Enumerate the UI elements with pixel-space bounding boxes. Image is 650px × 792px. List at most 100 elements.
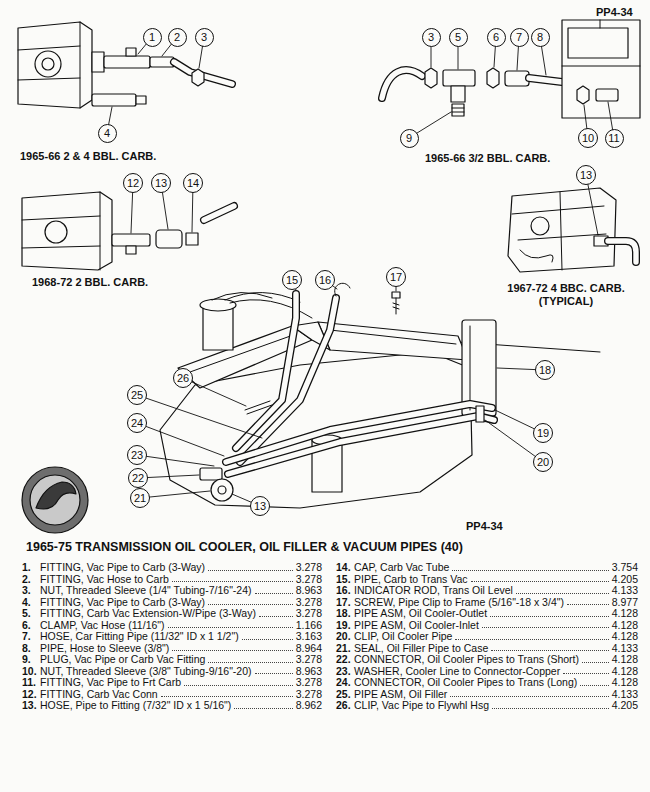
callout-number: 1 bbox=[149, 32, 155, 43]
carburetor bbox=[520, 250, 553, 262]
dot-leader bbox=[168, 627, 293, 628]
callout-circle: 17 bbox=[386, 267, 406, 287]
parts-row: 18.PIPE ASM, Oil Cooler-Outlet4.128 bbox=[336, 608, 638, 620]
dot-leader bbox=[161, 696, 293, 697]
callout-circle: 9 bbox=[400, 129, 419, 148]
part-description: FITTING, Carb Vac Extension-W/Pipe (3-Wa… bbox=[40, 608, 256, 620]
pipes bbox=[218, 486, 226, 494]
part-number: 3.163 bbox=[296, 631, 322, 643]
callout-circle: 8 bbox=[531, 28, 550, 47]
part-description: CLIP, Vac Pipe to Flywhl Hsg bbox=[354, 700, 489, 712]
part-number: 8.963 bbox=[296, 666, 322, 678]
callout-circle: 18 bbox=[535, 360, 555, 380]
callout-number: 15 bbox=[286, 275, 298, 286]
callout-circle: 22 bbox=[128, 468, 148, 488]
pipes bbox=[200, 283, 494, 501]
dot-leader bbox=[208, 604, 293, 605]
vacuum-hose bbox=[443, 70, 475, 86]
carburetor bbox=[45, 221, 67, 243]
part-number: 4.128 bbox=[612, 677, 638, 689]
callout-circle: 21 bbox=[130, 488, 150, 508]
callout-circle: 23 bbox=[127, 445, 147, 465]
dot-leader bbox=[455, 639, 608, 640]
part-number: 3.754 bbox=[612, 562, 638, 574]
parts-row: 14.CAP, Carb Vac Tube3.754 bbox=[336, 562, 638, 574]
callout-circle: 4 bbox=[98, 124, 117, 143]
item-number: 24. bbox=[336, 677, 354, 689]
carburetor bbox=[508, 188, 636, 272]
item-number: 4. bbox=[22, 597, 40, 609]
part-description: FITTING, Vac Pipe to Frt Carb bbox=[40, 677, 181, 689]
vacuum-fitting bbox=[136, 96, 146, 104]
part-number: 4.128 bbox=[612, 631, 638, 643]
callout-number: 23 bbox=[131, 450, 143, 461]
callout-number: 3 bbox=[201, 32, 207, 43]
dot-leader bbox=[255, 593, 293, 594]
item-number: 3. bbox=[22, 585, 40, 597]
item-number: 19. bbox=[336, 620, 354, 632]
item-number: 2. bbox=[22, 574, 40, 586]
carburetor bbox=[35, 51, 61, 77]
part-description: SEAL, Oil Filler Pipe to Case bbox=[354, 643, 488, 655]
part-number: 4.128 bbox=[612, 654, 638, 666]
item-number: 25. bbox=[336, 689, 354, 701]
parts-row: 24.CONNECTOR, Oil Cooler Pipes to Trans … bbox=[336, 677, 638, 689]
vacuum-fitting bbox=[92, 48, 232, 106]
carburetor bbox=[18, 22, 80, 108]
pipes bbox=[228, 416, 494, 474]
carburetor bbox=[92, 52, 104, 72]
part-description: NUT, Threaded Sleeve (1/4" Tubing-7/16"-… bbox=[40, 585, 252, 597]
item-number: 8. bbox=[22, 643, 40, 655]
callout-number: 17 bbox=[390, 272, 402, 283]
callout-number: 16 bbox=[319, 275, 331, 286]
vacuum-hose bbox=[452, 104, 464, 116]
dot-leader bbox=[259, 616, 293, 617]
vacuum-hose bbox=[452, 108, 464, 112]
part-description: HOSE, Pipe to Fitting (7/32" ID x 1 5/16… bbox=[40, 700, 231, 712]
callout-number: 18 bbox=[539, 365, 551, 376]
leader-line bbox=[137, 455, 214, 466]
parts-row: 22.CONNECTOR, Oil Cooler Pipes to Trans … bbox=[336, 654, 638, 666]
vacuum-hose bbox=[382, 70, 422, 98]
part-number: 8.962 bbox=[296, 700, 322, 712]
item-number: 15. bbox=[336, 574, 354, 586]
part-number: 3.278 bbox=[296, 574, 322, 586]
pipes bbox=[226, 404, 492, 462]
callout-circle: 3 bbox=[195, 28, 214, 47]
callout-number: 2 bbox=[174, 32, 180, 43]
vacuum-hose bbox=[451, 86, 465, 102]
callout-number: 7 bbox=[516, 32, 522, 43]
dot-leader bbox=[208, 570, 293, 571]
parts-row: 17.SCREW, Pipe Clip to Frame (5/16"-18 x… bbox=[336, 597, 638, 609]
callout-number: 13 bbox=[155, 178, 167, 189]
carburetor bbox=[204, 206, 234, 220]
part-description: CAP, Carb Vac Tube bbox=[354, 562, 449, 574]
part-number: 8.977 bbox=[612, 597, 638, 609]
part-description: PIPE, Hose to Sleeve (3/8") bbox=[40, 643, 169, 655]
carburetor bbox=[18, 22, 104, 108]
callout-number: 11 bbox=[608, 133, 619, 144]
parts-list-column: 1.FITTING, Vac Pipe to Carb (3-Way)3.278… bbox=[22, 562, 322, 712]
pipes bbox=[392, 292, 400, 298]
figure-code: PP4-34 bbox=[596, 6, 633, 19]
part-description: FITTING, Carb Vac Conn bbox=[40, 689, 158, 701]
part-description: FITTING, Vac Hose to Carb bbox=[40, 574, 169, 586]
pontiac-logo bbox=[22, 467, 88, 533]
part-description: WASHER, Cooler Line to Connector-Copper bbox=[354, 666, 560, 678]
carburetor bbox=[508, 188, 616, 272]
part-description: CLIP, Oil Cooler Pipe bbox=[354, 631, 452, 643]
callout-number: 26 bbox=[177, 373, 189, 384]
parts-row: 9.PLUG, Vac Pipe or Carb Vac Fitting3.27… bbox=[22, 654, 322, 666]
parts-row: 1.FITTING, Vac Pipe to Carb (3-Way)3.278 bbox=[22, 562, 322, 574]
item-number: 16. bbox=[336, 585, 354, 597]
part-number: 3.278 bbox=[296, 654, 322, 666]
callout-circle: 1 bbox=[143, 28, 162, 47]
part-number: 4.128 bbox=[612, 620, 638, 632]
dot-leader bbox=[172, 650, 293, 651]
callout-circle: 2 bbox=[168, 28, 187, 47]
part-number: 3.278 bbox=[296, 562, 322, 574]
item-number: 7. bbox=[22, 631, 40, 643]
part-description: FITTING, Vac Pipe to Carb (3-Way) bbox=[40, 562, 205, 574]
carburetor bbox=[112, 234, 150, 246]
item-number: 12. bbox=[22, 689, 40, 701]
